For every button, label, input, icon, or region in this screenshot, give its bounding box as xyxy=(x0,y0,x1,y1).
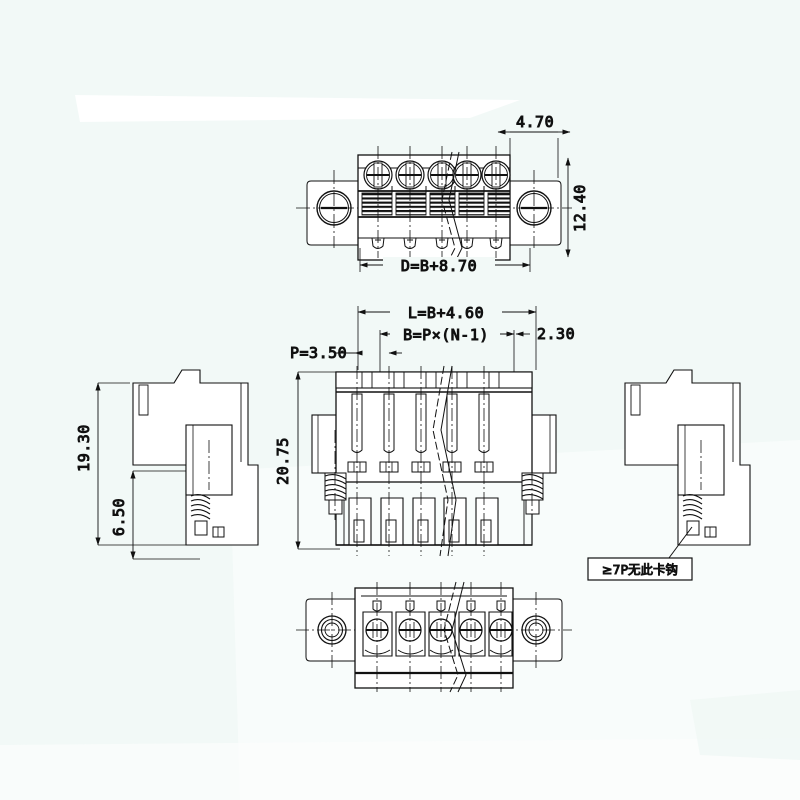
dim-label-12-40: 12.40 xyxy=(571,184,589,232)
dim-top-width: 4.70 xyxy=(497,113,571,178)
dim-front-edge: 2.30 xyxy=(515,325,575,344)
left-view: 19.30 6.50 xyxy=(75,369,259,560)
hook-note-label: ≥7P无此卡钩 xyxy=(602,562,678,577)
bottom-view-break-line xyxy=(443,581,467,693)
bottom-view-left-flange xyxy=(296,592,368,668)
left-view-thread xyxy=(190,493,211,520)
bottom-view-centerlines xyxy=(376,582,502,692)
dim-front-span: B=P×(N-1) xyxy=(379,326,515,372)
top-view-break-line xyxy=(441,151,463,263)
top-view-left-flange xyxy=(296,170,372,248)
top-view-hatch-band xyxy=(358,186,511,218)
front-view-centerlines xyxy=(356,366,485,556)
dim-label-l: L=B+4.60 xyxy=(408,304,484,322)
dim-top-overall: D=B+8.70 xyxy=(359,248,531,276)
front-view-contact-slots xyxy=(353,519,492,543)
top-view-screws xyxy=(363,160,511,190)
right-view-thread xyxy=(682,493,703,520)
bottom-view xyxy=(296,581,572,693)
right-view: ≥7P无此卡钩 xyxy=(587,369,751,581)
dim-label-4-70: 4.70 xyxy=(516,113,554,131)
dim-label-20-75: 20.75 xyxy=(274,437,292,485)
top-view: 4.70 12.40 D=B+8.70 xyxy=(296,113,590,276)
front-view-left-mount-screw xyxy=(324,430,347,520)
front-view-break-line xyxy=(432,365,457,557)
dim-front-pitch: P=3.50 xyxy=(290,344,402,363)
dim-label-b: B=P×(N-1) xyxy=(403,326,489,344)
bottom-view-right-flange xyxy=(500,592,572,668)
dim-label-2-30: 2.30 xyxy=(537,325,575,343)
dim-front-overall: L=B+4.60 xyxy=(357,304,537,370)
dim-left-height: 19.30 xyxy=(75,382,186,546)
front-view: L=B+4.60 B=P×(N-1) 2.30 P=3.50 20.7 xyxy=(274,304,575,557)
front-view-screw-shafts xyxy=(351,393,490,453)
dim-label-d: D=B+8.70 xyxy=(401,257,477,275)
top-view-centerlines xyxy=(377,146,497,258)
dim-label-p: P=3.50 xyxy=(290,344,347,362)
dim-front-height: 20.75 xyxy=(274,371,340,550)
front-view-right-mount-screw xyxy=(521,430,544,520)
dim-label-19-30: 19.30 xyxy=(75,424,93,472)
top-view-right-flange xyxy=(496,170,572,248)
dim-label-6-50: 6.50 xyxy=(110,498,128,536)
dim-left-lower: 6.50 xyxy=(110,470,200,560)
dim-top-height: 12.40 xyxy=(565,157,590,258)
hook-note: ≥7P无此卡钩 xyxy=(587,526,693,581)
